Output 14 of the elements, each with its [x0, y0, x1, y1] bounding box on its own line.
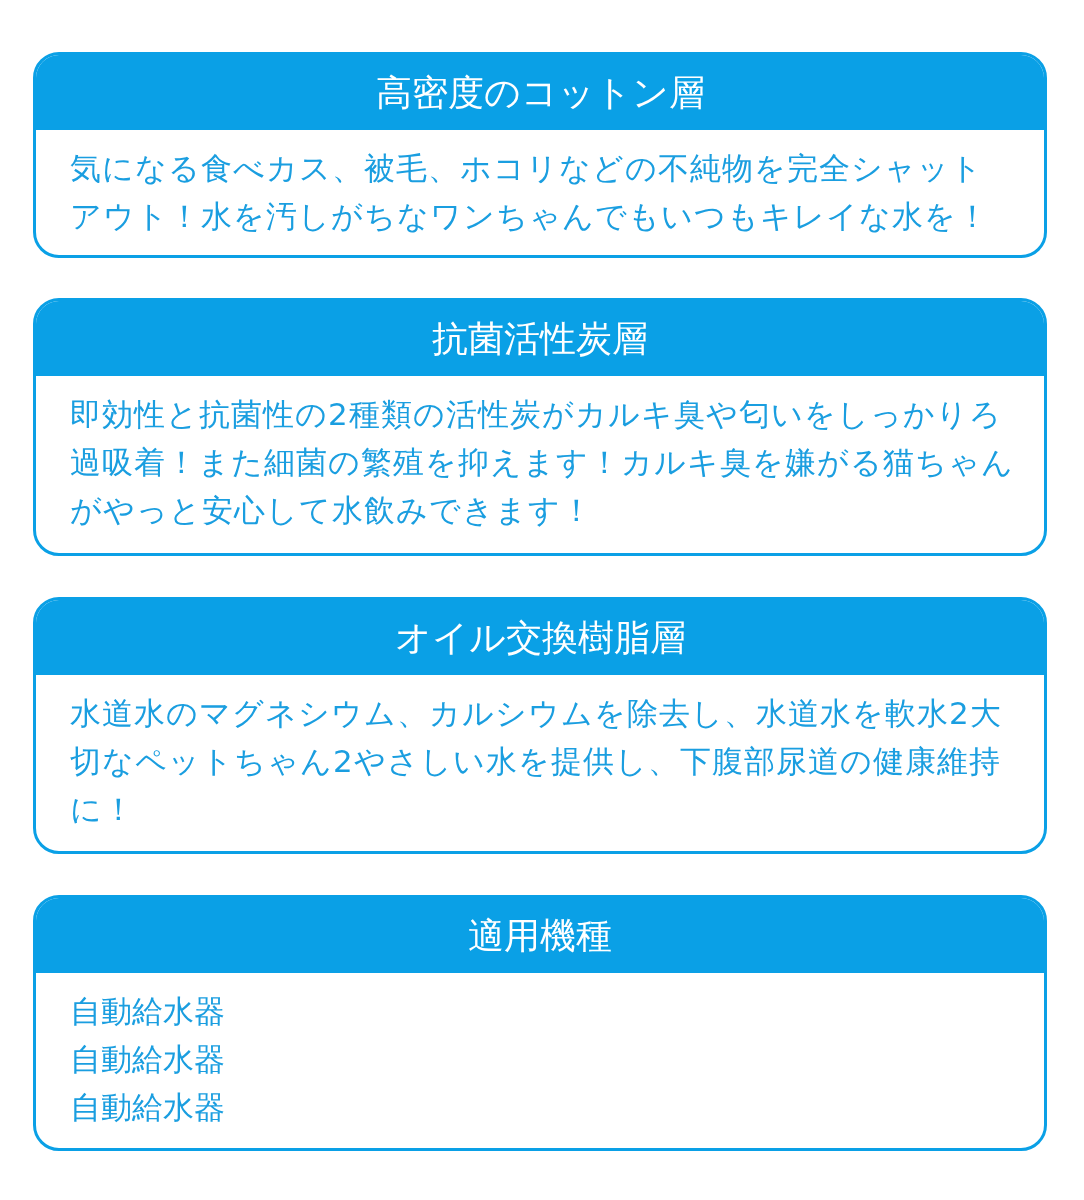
info-panel — [33, 298, 1047, 556]
info-panel — [33, 895, 1047, 1151]
panel-heading: オイル交換樹脂層 — [36, 600, 1044, 675]
panel-heading: 高密度のコットン層 — [36, 55, 1044, 130]
model-name: 自動給水器 — [69, 1088, 226, 1127]
info-panel — [33, 52, 1047, 258]
description-text: 即効性と抗菌性の2種類の活性炭がカルキ臭や匂いをしっかりろ過吸着！また細菌の繁殖を抑えます！カルキ臭を嫌がる猫ちゃんがやっと安心して水飲みできます！ — [69, 395, 1015, 530]
model-name: 自動給水器 — [69, 1040, 226, 1079]
info-panel — [33, 597, 1047, 854]
description-text: 気になる食べカス、被毛、ホコリなどの不純物を完全シャットアウト！水を汚しがちなワンちゃんでもいつもキレイな水を！ — [69, 149, 990, 236]
panel-heading: 抗菌活性炭層 — [36, 301, 1044, 376]
model-name: 自動給水器 — [69, 992, 226, 1031]
description-text: 水道水のマグネシウム、カルシウムを除去し、水道水を軟水2大切なペットちゃん2やさしい水を提供し、下腹部尿道の健康維持に！ — [69, 694, 1003, 829]
panel-heading: 適用機種 — [36, 898, 1044, 973]
